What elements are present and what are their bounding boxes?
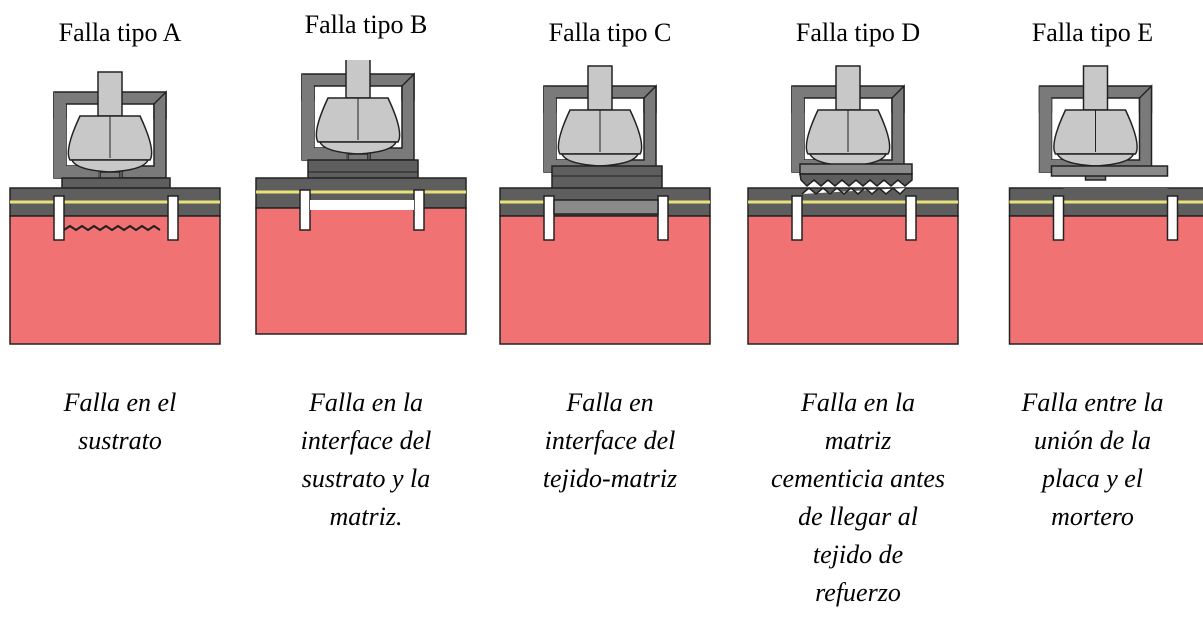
failure-a-diagram xyxy=(9,71,221,345)
panel-title: Falla tipo E xyxy=(1031,18,1154,47)
failure-e-diagram xyxy=(1008,65,1203,345)
failure-b-diagram xyxy=(255,60,467,335)
panel-title: Falla tipo C xyxy=(548,18,672,47)
panel-failure-type-e: Falla tipo E Falla entre la unión de la … xyxy=(982,0,1203,626)
panel-title: Falla tipo B xyxy=(304,10,428,39)
panel-caption: Falla en la interface del sustrato y la … xyxy=(300,388,432,531)
failure-c-diagram xyxy=(499,65,711,345)
panel-caption: Falla en el sustrato xyxy=(63,388,177,455)
failure-d-diagram xyxy=(747,65,959,345)
panel-failure-type-c: Falla tipo C Falla en interface del teji… xyxy=(490,0,730,626)
panel-failure-type-d: Falla tipo D Falla en la matriz cementic… xyxy=(738,0,978,626)
panel-caption: Falla en interface del tejido-matriz xyxy=(542,388,678,493)
panel-failure-type-b: Falla tipo B Falla en la interface del s… xyxy=(246,0,486,626)
panel-title: Falla tipo A xyxy=(58,18,182,47)
panel-caption: Falla entre la unión de la placa y el mo… xyxy=(1021,388,1164,531)
panel-caption: Falla en la matriz cementicia antes de l… xyxy=(771,388,945,607)
panel-failure-type-a: Falla tipo A Falla en el sustrato xyxy=(0,0,240,626)
panel-title: Falla tipo D xyxy=(795,18,921,47)
